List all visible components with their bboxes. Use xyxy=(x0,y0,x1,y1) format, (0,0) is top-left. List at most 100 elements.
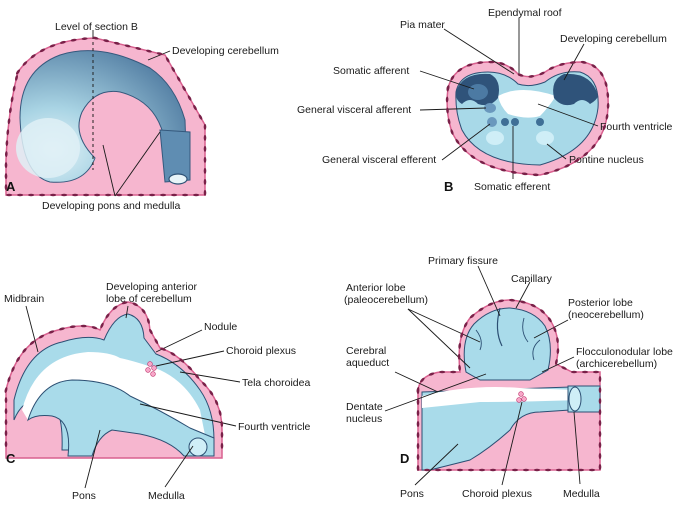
pia-cell-dots xyxy=(4,36,610,472)
leader-c-anterior-lobe xyxy=(125,305,129,319)
pia-cell-dot xyxy=(598,398,602,404)
leader-d-medulla xyxy=(573,411,581,485)
pia-cell-dot xyxy=(4,184,8,191)
label-dentate-2: nucleus xyxy=(346,413,382,425)
label-medulla-d: Medulla xyxy=(563,488,600,500)
leader-c-midbrain xyxy=(25,305,39,353)
panel-d-medulla-end xyxy=(568,386,582,412)
pia-cell-dot xyxy=(583,152,589,157)
pia-cell-dot xyxy=(4,173,8,180)
label-general-visceral-afferent: General visceral afferent xyxy=(297,104,411,116)
pia-cell-dot xyxy=(28,193,35,197)
pia-cell-dot xyxy=(564,164,570,168)
label-section-level: Level of section B xyxy=(55,21,138,33)
pia-cell-dot xyxy=(218,410,222,416)
leader-c-choroid xyxy=(155,350,225,367)
pia-cell-dot xyxy=(171,193,178,197)
pia-cell-dot xyxy=(124,44,131,48)
leader-b-gve xyxy=(441,123,491,161)
pia-cell-dot xyxy=(567,468,573,472)
pia-cell-dot xyxy=(4,430,8,437)
panel-d-folia xyxy=(475,317,541,361)
pia-cell-dot xyxy=(39,193,46,197)
label-primary-fissure: Primary fissure xyxy=(428,255,498,267)
panel-b-cerebellum-right xyxy=(553,73,598,106)
label-flocculonodular-1: Flocculonodular lobe xyxy=(576,346,673,358)
panel-b-somatic-efferent-mid xyxy=(511,118,519,126)
pia-cell-dot xyxy=(548,66,555,70)
label-posterior-lobe-1: Posterior lobe xyxy=(568,297,633,309)
pia-cell-dot xyxy=(446,107,449,114)
panel-letter-a: A xyxy=(6,179,16,194)
pia-cell-dot xyxy=(61,193,68,197)
pia-cell-dot xyxy=(9,107,12,114)
leader-d-anterior-lobe-1 xyxy=(407,308,481,343)
pia-cell-dot xyxy=(160,193,167,197)
pia-cell-dot xyxy=(462,147,467,153)
pia-cell-dot xyxy=(593,370,599,374)
pia-cell-dot xyxy=(70,38,77,42)
label-anterior-lobe-c-1: Developing anterior xyxy=(106,281,198,293)
pia-cell-dot xyxy=(439,370,446,374)
pia-cell-dot xyxy=(523,468,529,472)
pia-cell-dot xyxy=(530,303,536,308)
pia-cell-dot xyxy=(156,52,163,56)
pia-cell-dot xyxy=(578,468,584,472)
pia-cell-dot xyxy=(154,338,159,344)
pia-cell-dot xyxy=(416,421,420,427)
pia-cell-dot xyxy=(103,39,110,43)
pia-cell-dot xyxy=(458,342,462,349)
pia-cell-dot xyxy=(420,377,425,383)
pia-cell-dot xyxy=(543,171,550,175)
pia-cell-dot xyxy=(561,366,567,370)
pia-cell-dot xyxy=(446,85,450,92)
pia-cell-dot xyxy=(182,193,189,197)
pia-cell-dot xyxy=(16,356,21,363)
pia-cell-dot xyxy=(598,387,602,393)
pia-cell-dot xyxy=(598,376,602,382)
leader-c-pons xyxy=(84,429,101,489)
pia-cell-dot xyxy=(416,399,420,405)
pia-cell-dot xyxy=(519,300,526,304)
label-anterior-lobe-d-1: Anterior lobe xyxy=(346,282,406,294)
panel-b-pontine-nucleus xyxy=(536,131,554,145)
pia-cell-dot xyxy=(463,322,468,328)
panel-d-choroid-plexus xyxy=(516,391,527,403)
pia-cell-dot xyxy=(512,468,518,472)
pia-cell-dot xyxy=(220,420,224,427)
leader-a-pons-medulla xyxy=(102,144,116,197)
pia-cell-dot xyxy=(203,134,207,141)
panel-d-cerebellum xyxy=(463,307,551,381)
pia-cell-dot xyxy=(214,399,219,406)
pia-cell-dot xyxy=(534,468,540,472)
pia-cell-dot xyxy=(59,40,66,44)
pia-cell-dot xyxy=(220,442,224,449)
label-anterior-lobe-d-2: (paleocerebellum) xyxy=(344,294,428,306)
label-fourth-ventricle-c: Fourth ventricle xyxy=(238,421,311,433)
pia-cell-dot xyxy=(416,410,420,416)
pia-cell-dot xyxy=(29,340,35,345)
panel-c: Midbrain Developing anterior lobe of cer… xyxy=(4,281,311,502)
panel-b-pontine-nucleus-left xyxy=(486,131,504,145)
pia-cell-dot xyxy=(450,370,457,374)
pia-cell-dot xyxy=(509,66,515,71)
pia-cell-dot xyxy=(457,468,463,472)
pia-cell-dot xyxy=(4,419,8,426)
label-somatic-efferent: Somatic efferent xyxy=(474,181,550,193)
pia-cell-dot xyxy=(121,301,128,305)
label-developing-cerebellum-b: Developing cerebellum xyxy=(560,33,667,45)
leader-d-primary-fissure xyxy=(477,265,501,317)
pia-cell-dot xyxy=(203,145,207,152)
pia-cell-dot xyxy=(556,337,559,344)
pia-cell-dot xyxy=(69,325,76,329)
leader-b-pontine xyxy=(546,143,567,160)
panel-d-aqueduct-channel xyxy=(422,387,578,408)
pia-cell-dot xyxy=(38,334,45,339)
pia-cell-dot xyxy=(591,64,597,69)
pia-cell-dot xyxy=(488,60,495,64)
pia-cell-dot xyxy=(209,390,214,396)
pia-cell-dot xyxy=(416,443,420,449)
pia-cell-dot xyxy=(6,129,10,136)
pia-cell-dot xyxy=(447,118,451,125)
pia-cell-dot xyxy=(571,370,577,374)
